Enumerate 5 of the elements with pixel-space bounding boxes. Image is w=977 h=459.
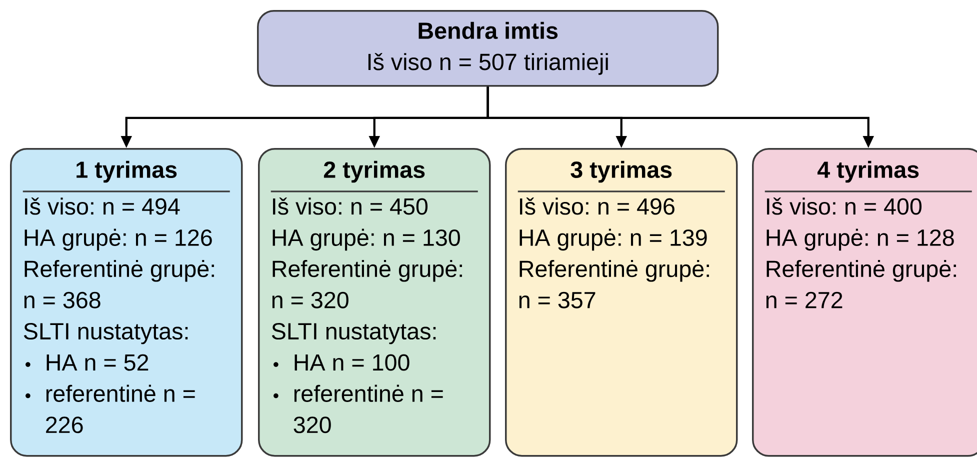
study-box: 2 tyrimas Iš viso: n = 450 HA grupė: n = 130 Referentinė grupė: n = 320 SLTI nustatytas: HA n = 100 referentinė n = 320	[258, 148, 491, 457]
study-box: 3 tyrimas Iš viso: n = 496 HA grupė: n = 139 Referentinė grupė: n = 357	[505, 148, 738, 457]
study-box: 4 tyrimas Iš viso: n = 400 HA grupė: n = 128 Referentinė grupė: n = 272	[752, 148, 977, 457]
study-box: 1 tyrimas Iš viso: n = 494 HA grupė: n = 126 Referentinė grupė: n = 368 SLTI nustatytas: HA n = 52 referentinė n = 226	[10, 148, 243, 457]
summary-box: Bendra imtis Iš viso n = 507 tiriamieji	[257, 10, 719, 87]
